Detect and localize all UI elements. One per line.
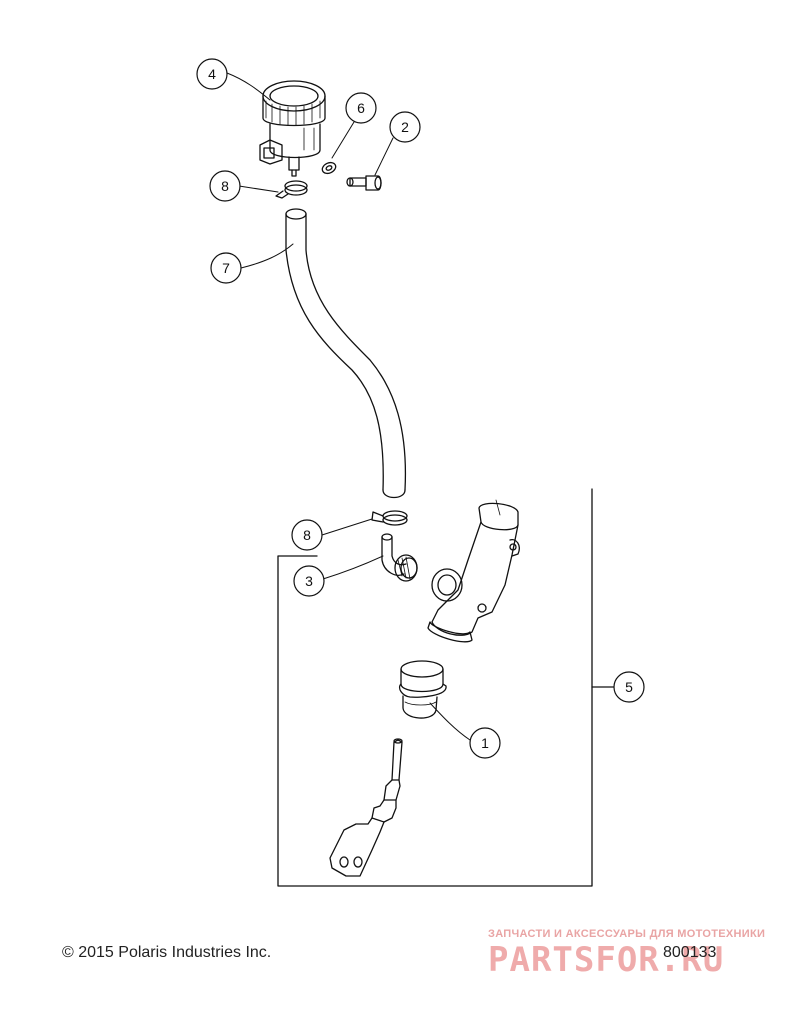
reservoir-part-4	[259, 80, 326, 177]
boot-part-1	[398, 660, 447, 719]
callout-labels: 4 6 2 8 7 8 3 5 1	[208, 66, 633, 751]
callout-4: 4	[208, 66, 216, 82]
callout-3: 3	[305, 573, 313, 589]
hose-clamp-part-8-lower	[371, 510, 408, 526]
master-cylinder-body	[427, 499, 520, 643]
watermark-tagline: ЗАПЧАСТИ И АКСЕССУАРЫ ДЛЯ МОТОТЕХНИКИ	[488, 928, 766, 940]
leader-lines	[226, 72, 471, 741]
washer-part-6	[321, 161, 337, 175]
diagram-reference-number: 800133	[663, 944, 717, 961]
callout-8-lower: 8	[303, 527, 311, 543]
hose-part-7	[285, 208, 407, 499]
watermark-logo: PARTSFOR.RU	[488, 940, 725, 980]
copyright-text: © 2015 Polaris Industries Inc.	[62, 944, 272, 961]
callout-7: 7	[222, 260, 230, 276]
bolt-part-2	[346, 175, 382, 191]
elbow-fitting-part-3	[381, 533, 418, 582]
callout-circles	[196, 58, 645, 759]
callout-2: 2	[401, 119, 409, 135]
callout-8-upper: 8	[221, 178, 229, 194]
callout-6: 6	[357, 100, 365, 116]
hose-clamp-part-8-upper	[275, 180, 308, 199]
assembly-bracket	[277, 488, 615, 887]
callout-5: 5	[625, 679, 633, 695]
callout-1: 1	[481, 735, 489, 751]
push-rod	[329, 738, 403, 877]
